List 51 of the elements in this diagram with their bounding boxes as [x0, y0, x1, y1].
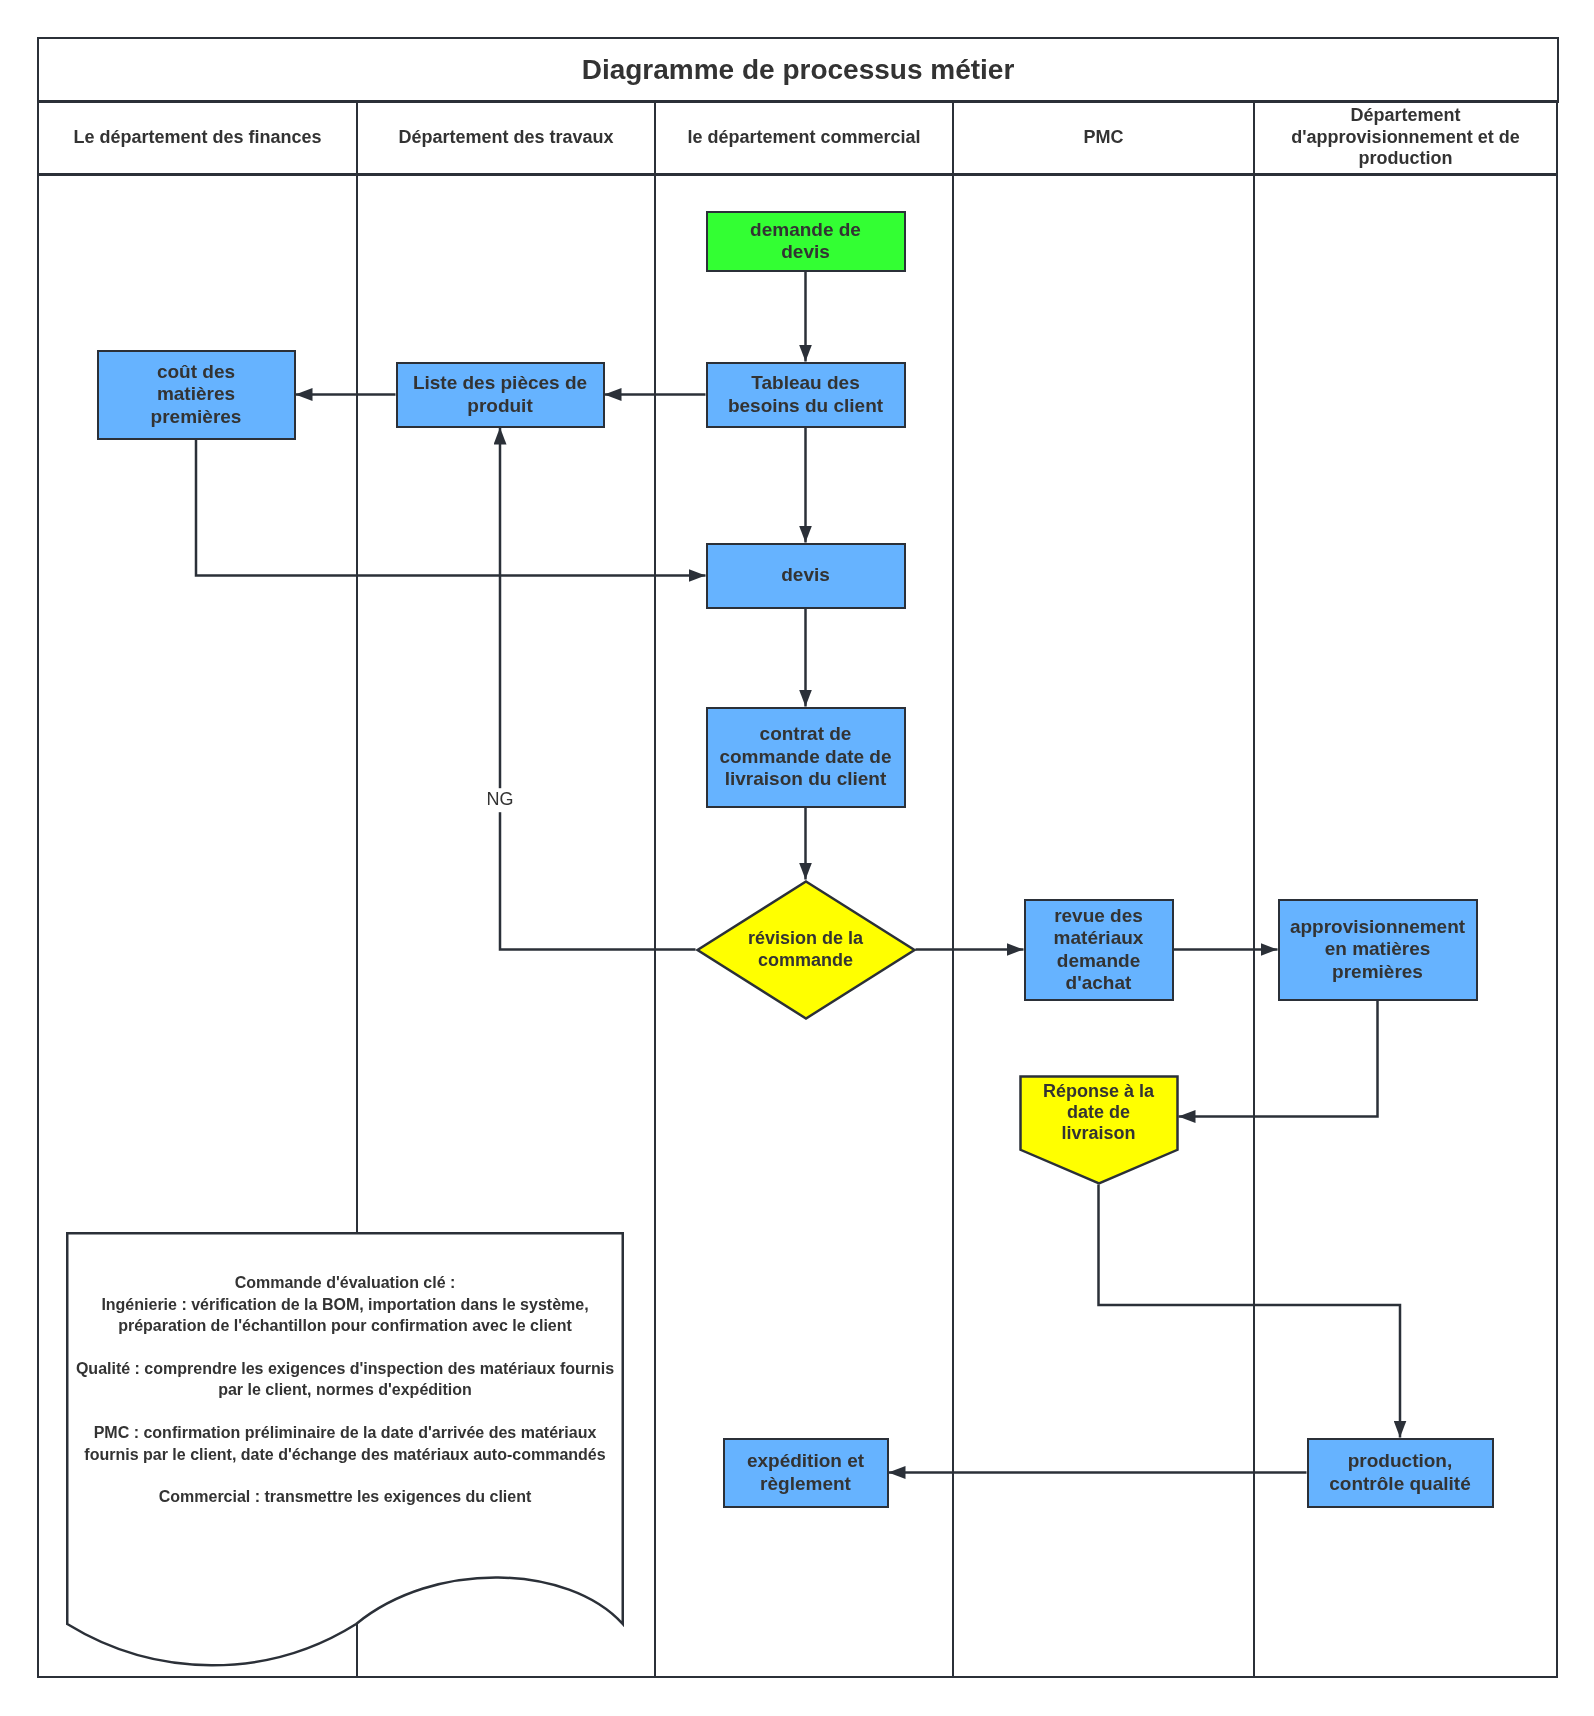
flow-arrow [604, 388, 706, 401]
step-label: contrat de commande date de livraison du client [718, 723, 893, 791]
process-box [1023, 898, 1174, 1001]
decision-label: révision de la commande [746, 928, 865, 971]
process-box [705, 542, 906, 609]
process-box [705, 210, 906, 272]
flow-arrow [493, 427, 696, 951]
step-label: Liste des pièces de produit [411, 372, 589, 417]
note-text: PMC : confirmation préliminaire de la date d'arrivée des matériaux fournis par le client, date d'échange des matériaux auto-commandés [83, 1422, 607, 1465]
step-label: production, contrôle qualité [1328, 1450, 1472, 1495]
process-box [1277, 898, 1478, 1001]
flow-arrow [888, 1466, 1307, 1479]
step-label: demande de devis [749, 218, 862, 264]
process-box [705, 706, 906, 808]
decision-diamond [695, 879, 916, 1020]
process-box [96, 349, 296, 440]
process-box [722, 1437, 889, 1508]
lane-title: le département commercial [687, 126, 921, 149]
note-text: Ingénierie : vérification de la BOM, importation dans le système, préparation de l'échantillon pour confirmation avec le client [100, 1294, 590, 1337]
lane-title: Département des travaux [398, 126, 614, 149]
lane-title: Département d'approvisionnement et de production [1290, 105, 1521, 170]
lane-title: PMC [1083, 126, 1124, 149]
flow-arrow [799, 271, 812, 362]
flow-arrow [799, 427, 812, 543]
step-label: Tableau des besoins du client [726, 372, 885, 417]
swimlane [653, 99, 955, 1679]
flow-arrow [295, 388, 396, 401]
note-text: Qualité : comprendre les exigences d'inspection des matériaux fournis par le client, normes d'expédition [74, 1358, 616, 1401]
diagram-title: Diagramme de processus métier [581, 54, 1015, 86]
connector-label: Réponse à la date de livraison [1041, 1080, 1155, 1145]
process-box [395, 361, 605, 428]
flow-arrow [1173, 943, 1278, 956]
step-label: coût des matières premières [149, 360, 243, 429]
swimlane [1252, 99, 1559, 1679]
offpage-connector [1018, 1074, 1179, 1185]
flow-arrow [194, 439, 706, 582]
swimlane [951, 99, 1256, 1679]
flow-arrow [915, 943, 1024, 956]
flow-arrow [799, 608, 812, 707]
step-label: approvisionnement en matières premières [1288, 915, 1467, 984]
note-text: Commercial : transmettre les exigences du client [157, 1487, 533, 1508]
flow-arrow [1178, 1000, 1379, 1123]
process-box [1306, 1437, 1494, 1508]
step-label: expédition et règlement [745, 1450, 866, 1495]
process-box [705, 361, 906, 428]
step-label: devis [781, 564, 830, 587]
note-text: Commande d'évaluation clé : [233, 1273, 457, 1293]
lane-title: Le département des finances [73, 126, 322, 149]
step-label: revue des matériaux demande d'achat [1052, 904, 1145, 995]
flow-arrow [1097, 1184, 1407, 1438]
flow-arrow [799, 807, 812, 880]
